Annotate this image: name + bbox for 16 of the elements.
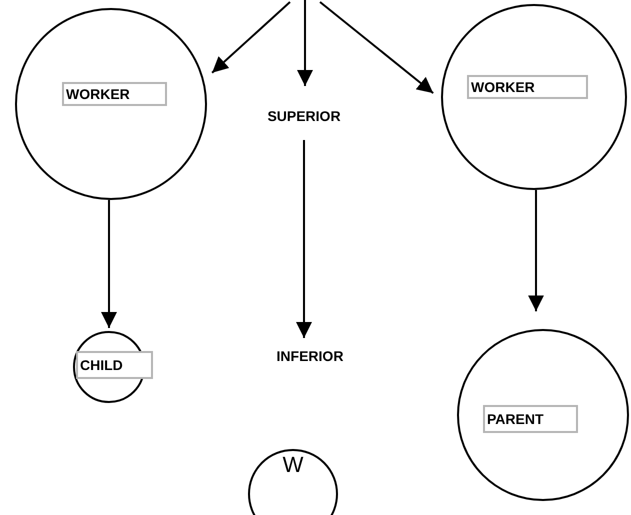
- node-label: CHILD: [76, 351, 153, 379]
- circle-node: W: [248, 449, 338, 515]
- node-text: INFERIOR: [255, 344, 365, 368]
- node-label: WORKER: [467, 75, 588, 99]
- arrow: [211, 1, 291, 74]
- arrow: [297, 0, 313, 86]
- arrow: [319, 1, 434, 94]
- node-label: PARENT: [483, 405, 578, 433]
- node-label: WORKER: [62, 82, 167, 106]
- arrow: [296, 140, 312, 338]
- circle-node: [441, 4, 627, 190]
- circle-node: [15, 8, 207, 200]
- arrow: [528, 190, 544, 312]
- circle-node: [457, 329, 629, 501]
- node-text: SUPERIOR: [248, 104, 360, 128]
- arrow: [101, 200, 117, 328]
